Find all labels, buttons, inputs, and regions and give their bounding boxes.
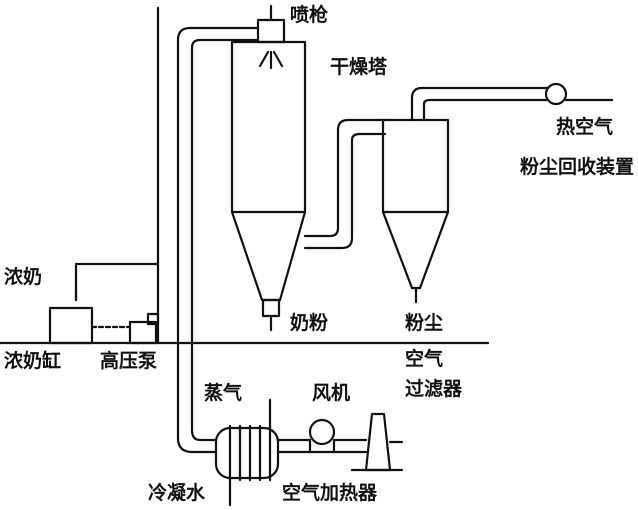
label-air-heater: 空气加热器 (282, 482, 378, 504)
milk-tank (48, 306, 94, 345)
label-dust: 粉尘 (405, 312, 444, 334)
high-pressure-pump (128, 320, 158, 345)
milk-feed-line (74, 262, 160, 302)
label-air-filter-2: 过滤器 (405, 378, 463, 400)
fan-housing (308, 438, 336, 454)
label-spray-gun: 喷枪 (290, 4, 329, 26)
tower-to-collector-duct-inner (303, 132, 387, 250)
collector-outlet-duct-outer (410, 86, 550, 122)
label-dust-recovery: 粉尘回收装置 (520, 156, 635, 178)
label-air-filter-1: 空气 (405, 348, 444, 370)
exhaust-fan (544, 82, 568, 106)
label-milk-powder: 奶粉 (290, 312, 329, 334)
dust-collector (381, 118, 450, 214)
heater-inlet-pipe (176, 436, 218, 454)
label-high-pressure-pump: 高压泵 (100, 350, 158, 372)
label-milk-tank: 浓奶缸 (4, 350, 62, 372)
dust-collector-cone (381, 210, 450, 290)
label-condensate: 冷凝水 (148, 482, 206, 504)
label-drying-tower: 干燥塔 (330, 56, 388, 78)
pump-head (146, 312, 160, 326)
spray-gun (256, 18, 286, 44)
drying-tower-cone (230, 210, 307, 302)
powder-outlet (261, 298, 281, 318)
tower-to-collector-duct-outer (303, 118, 387, 238)
label-steam: 蒸气 (204, 382, 243, 404)
heater-inlet-pipe-inner (190, 428, 218, 442)
label-concentrated-milk: 浓奶 (4, 266, 43, 288)
fan (308, 418, 336, 446)
spray-mark (258, 50, 270, 68)
drying-tower (230, 40, 307, 214)
air-filter (364, 412, 392, 472)
spray-mark (272, 50, 284, 68)
air-heater (214, 426, 280, 480)
label-hot-air: 热空气 (556, 116, 614, 138)
feed-pipe-inner (190, 38, 260, 432)
label-fan: 风机 (312, 382, 351, 404)
feed-pipe-outer (176, 26, 260, 440)
collector-outlet-duct-inner (422, 98, 550, 122)
